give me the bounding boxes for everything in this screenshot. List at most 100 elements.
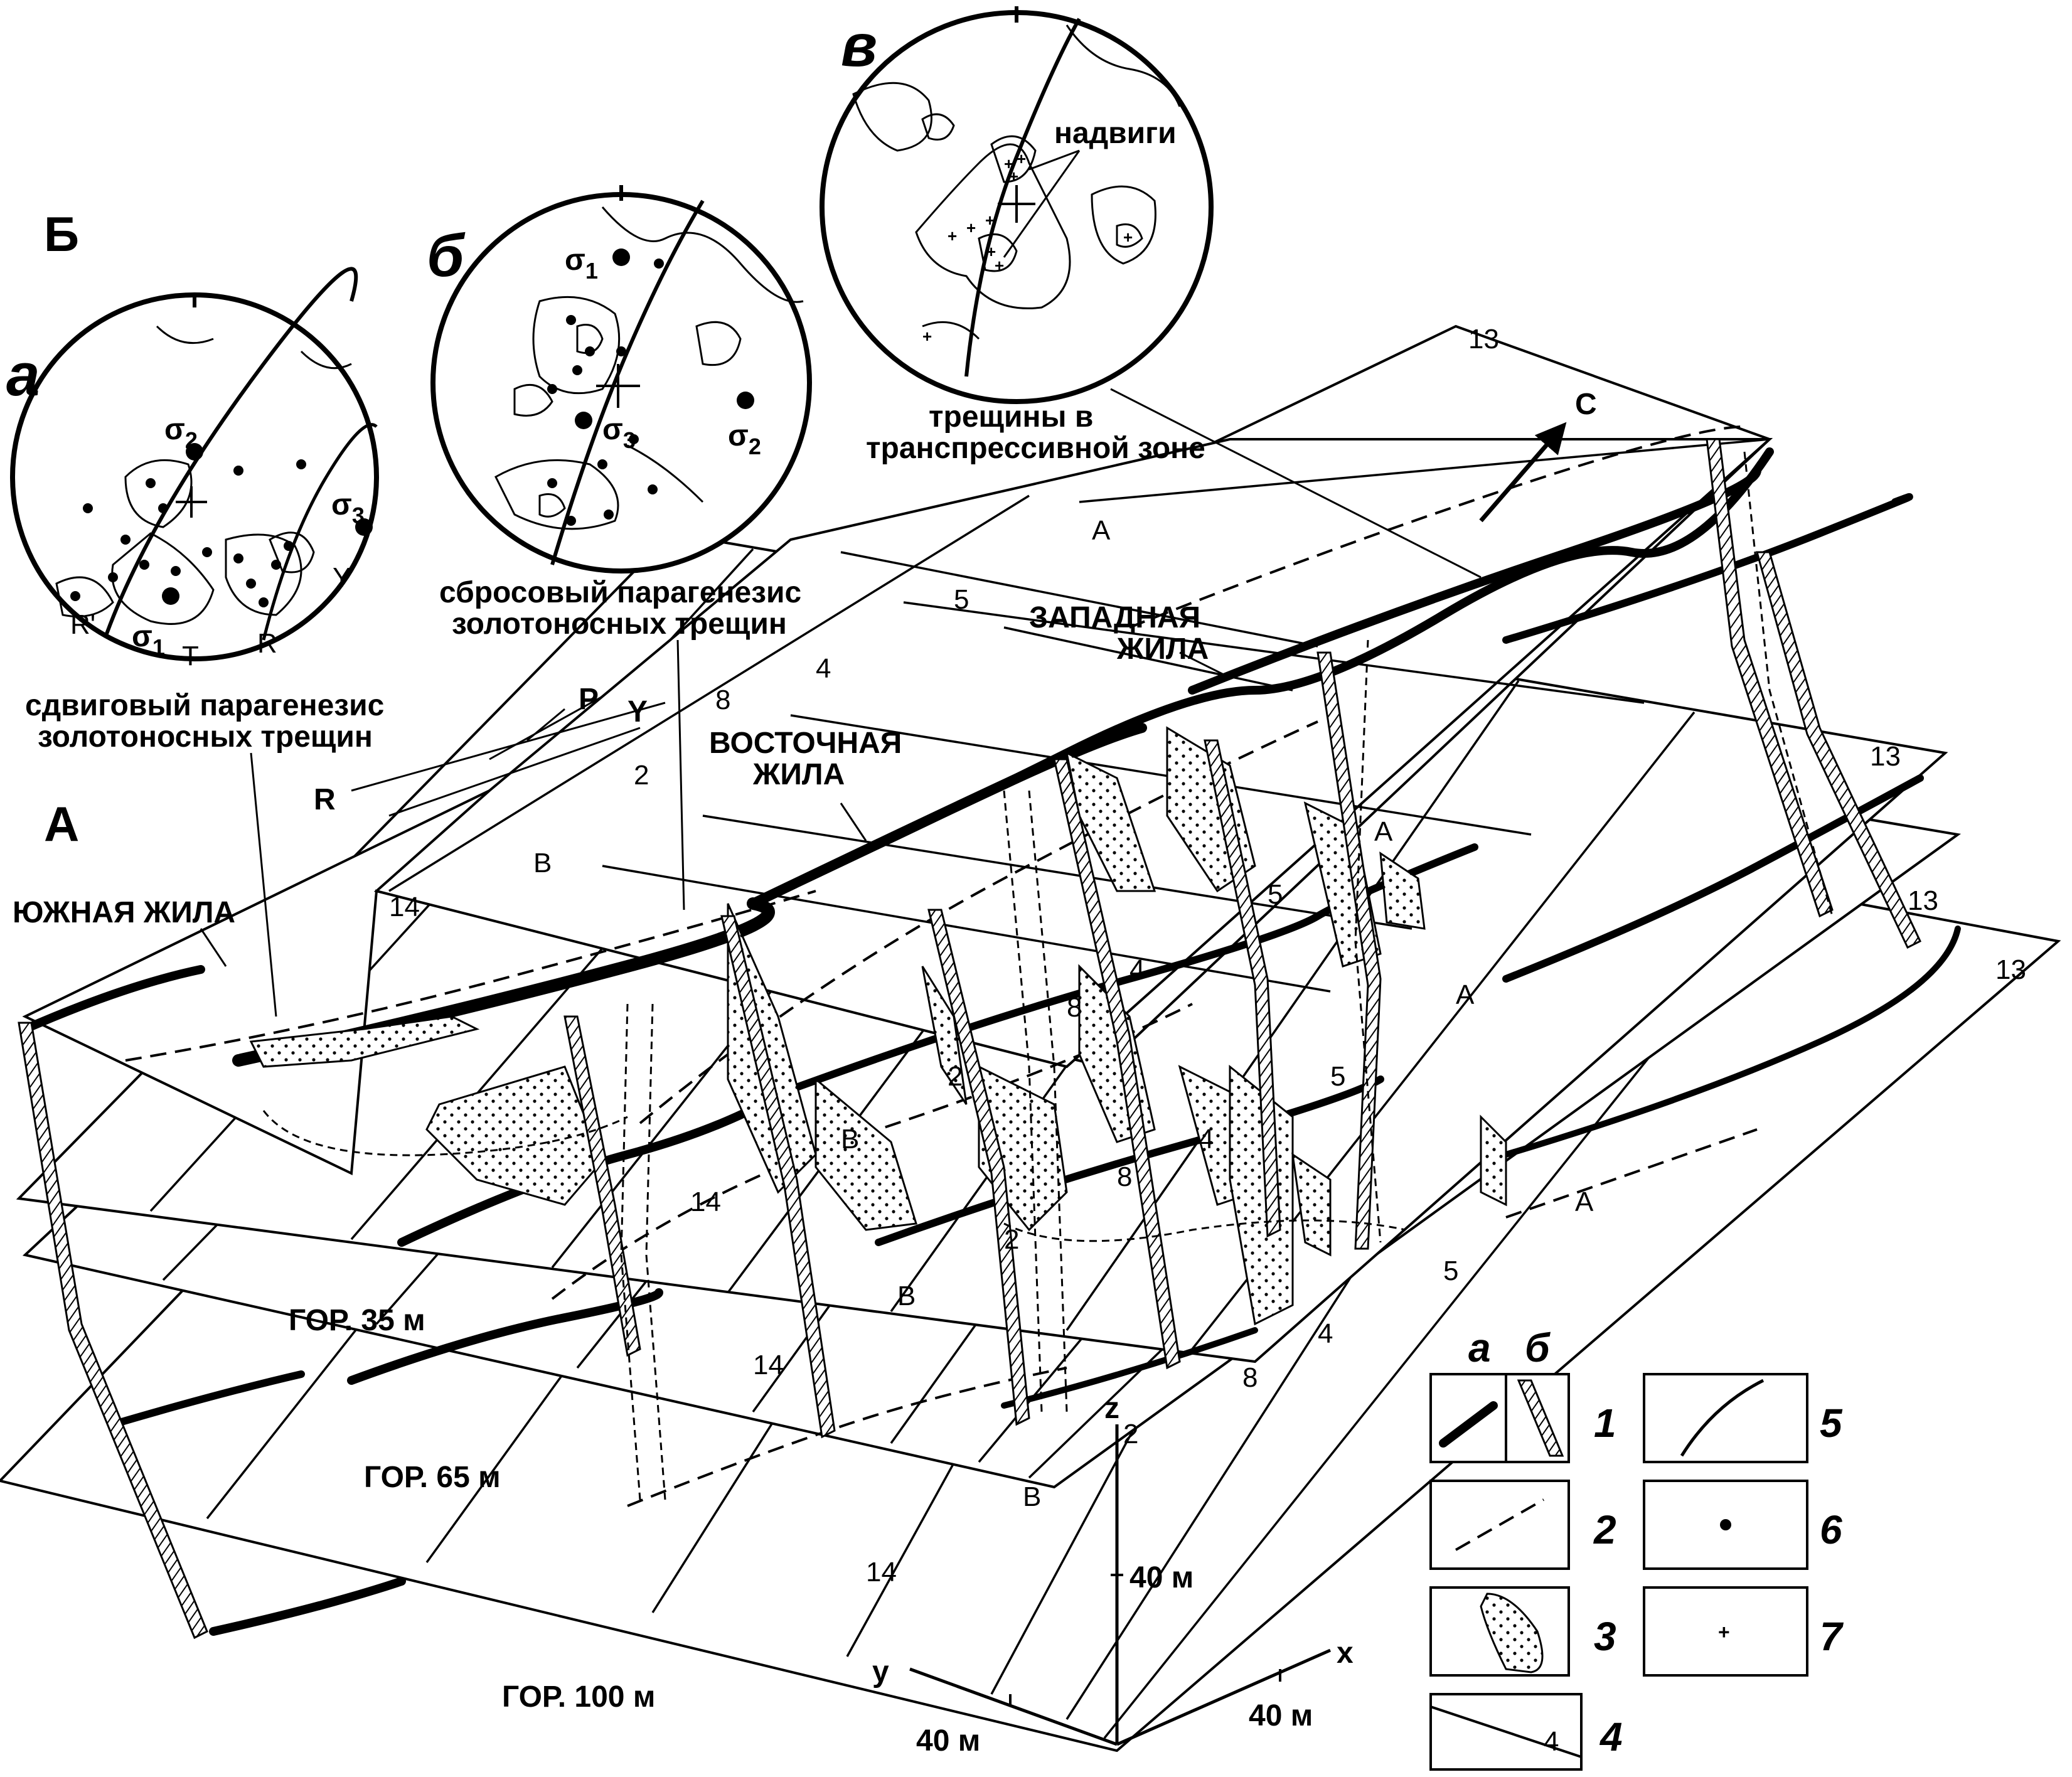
panel-a-label: А — [44, 796, 79, 851]
sigma3-label-b: σ3 — [602, 413, 636, 453]
svg-text:8: 8 — [1067, 992, 1082, 1023]
svg-text:В: В — [897, 1281, 916, 1311]
sigma3-label-a: σ3 — [331, 488, 365, 528]
svg-text:2: 2 — [948, 1061, 963, 1092]
legend-num-2: 2 — [1593, 1507, 1616, 1552]
sigma2-label-b: σ2 — [728, 419, 761, 459]
grid-labels-top: 14 В 2 8 4 5 А 13 — [389, 324, 1499, 922]
legend-num-3: 3 — [1594, 1614, 1616, 1659]
north-label: С — [1575, 388, 1597, 421]
legend-sub-b: б — [1525, 1325, 1551, 1370]
leader-lines — [250, 388, 1482, 1017]
sigma2-label-a: σ2 — [164, 413, 198, 453]
svg-text:14: 14 — [389, 892, 420, 922]
svg-text:+: + — [1009, 167, 1018, 186]
axis-y-scale: 40 м — [916, 1724, 980, 1758]
north-arrow: С — [1479, 388, 1597, 523]
svg-text:+: + — [985, 211, 995, 230]
legend-sub-a: а — [1468, 1325, 1491, 1370]
svg-text:4: 4 — [1199, 1124, 1214, 1155]
label-y: Y — [333, 562, 351, 593]
svg-text:+: + — [948, 227, 957, 245]
svg-text:А: А — [1374, 816, 1393, 847]
level-100-label: ГОР. 100 м — [502, 1680, 655, 1714]
label-r: R — [257, 628, 277, 659]
svg-text:4: 4 — [1129, 954, 1145, 985]
west-vein — [1188, 466, 1961, 1158]
legend-box-4-number: 4 — [1544, 1726, 1559, 1757]
stereonet-v-letter: в — [841, 12, 877, 79]
level-65-label: ГОР. 65 м — [364, 1461, 501, 1494]
legend-num-6: 6 — [1820, 1507, 1842, 1552]
shear-y-label: Y — [627, 695, 648, 728]
svg-text:А: А — [1575, 1187, 1594, 1217]
legend-num-7: 7 — [1820, 1614, 1844, 1659]
stereonet-v-inner-label: надвиги — [1054, 117, 1177, 150]
axis-z-label: z — [1104, 1392, 1119, 1425]
grid-labels-65m: 14 В 2 8 4 5 А 13 — [753, 885, 1938, 1380]
grid-labels-35m: 14 В 2 8 4 5 А 13 — [690, 741, 1901, 1217]
shear-p-label: P — [579, 683, 599, 716]
svg-text:2: 2 — [634, 760, 649, 791]
svg-text:В: В — [1023, 1481, 1041, 1512]
level-35-label: ГОР. 35 м — [289, 1304, 425, 1337]
stereonet-a-letter: а — [6, 341, 40, 408]
svg-text:13: 13 — [1870, 741, 1901, 772]
stereonet-a: а σ2 σ3 σ1 R' T R Y сдвиговый парагенези… — [6, 267, 384, 754]
svg-text:+: + — [1004, 154, 1013, 173]
axis-y-label: y — [872, 1655, 889, 1689]
coordinate-axes: z y x 40 м 40 м 40 м — [872, 1392, 1354, 1758]
svg-text:+: + — [986, 242, 996, 261]
svg-text:5: 5 — [1268, 879, 1283, 910]
svg-text:+: + — [995, 256, 1004, 275]
legend-num-1: 1 — [1594, 1401, 1616, 1446]
panel-b-label: Б — [44, 206, 79, 262]
svg-text:2: 2 — [1004, 1224, 1019, 1255]
svg-text:14: 14 — [753, 1350, 784, 1380]
stereonet-b-caption-1: сбросовый парагенезис — [439, 576, 801, 609]
sigma1-label-b: σ1 — [565, 243, 598, 284]
stereonet-v: +++ +++ ++ ++ надвиги в трещины в трансп… — [820, 6, 1214, 465]
legend-num-5: 5 — [1820, 1401, 1843, 1446]
svg-text:4: 4 — [1318, 1318, 1333, 1349]
stereonet-v-caption-1: трещины в — [929, 400, 1093, 434]
legend: а б 1 5 2 6 3 + 7 4 4 — [1429, 1325, 1844, 1771]
svg-text:В: В — [533, 848, 552, 878]
stereonet-b-letter: б — [427, 222, 466, 289]
dykes — [18, 438, 1921, 1640]
svg-text:+: + — [1123, 228, 1133, 247]
svg-text:4: 4 — [816, 653, 831, 684]
axis-x-scale: 40 м — [1249, 1699, 1313, 1732]
label-t: T — [182, 641, 199, 671]
svg-text:8: 8 — [1117, 1161, 1132, 1192]
svg-text:5: 5 — [1330, 1061, 1345, 1092]
svg-text:+: + — [966, 218, 976, 237]
stereonet-a-caption-1: сдвиговый парагенезис — [25, 689, 384, 722]
shear-r-label: R — [314, 783, 336, 816]
stereonet-a-caption-2: золотоносных трещин — [38, 720, 373, 754]
svg-text:13: 13 — [1468, 324, 1499, 355]
legend-box-7 — [1643, 1586, 1808, 1677]
svg-text:+: + — [1718, 1621, 1730, 1643]
east-vein-label-2: ЖИЛА — [752, 758, 845, 791]
svg-text:5: 5 — [1443, 1256, 1458, 1286]
south-vein-label: ЮЖНАЯ ЖИЛА — [13, 896, 235, 929]
svg-text:+: + — [1017, 149, 1026, 168]
svg-text:А: А — [1456, 979, 1475, 1010]
stereonet-b: б σ1 σ3 σ2 сбросовый парагенезис золотон… — [427, 185, 812, 641]
stereonet-b-caption-2: золотоносных трещин — [452, 607, 787, 641]
svg-text:+: + — [922, 327, 932, 346]
stereonet-v-caption-2: транспрессивной зоне — [866, 432, 1205, 465]
legend-box-5 — [1643, 1373, 1808, 1463]
axis-z-scale: 40 м — [1129, 1561, 1194, 1594]
svg-text:8: 8 — [715, 685, 730, 715]
svg-text:2: 2 — [1123, 1419, 1138, 1449]
svg-text:14: 14 — [866, 1557, 897, 1588]
sigma1-label-a: σ1 — [132, 620, 165, 660]
svg-text:13: 13 — [1995, 954, 2026, 985]
svg-text:8: 8 — [1242, 1362, 1258, 1393]
axis-x-label: x — [1337, 1636, 1354, 1670]
east-vein — [749, 447, 1774, 1409]
west-vein-label-1: ЗАПАДНАЯ — [1029, 601, 1200, 634]
